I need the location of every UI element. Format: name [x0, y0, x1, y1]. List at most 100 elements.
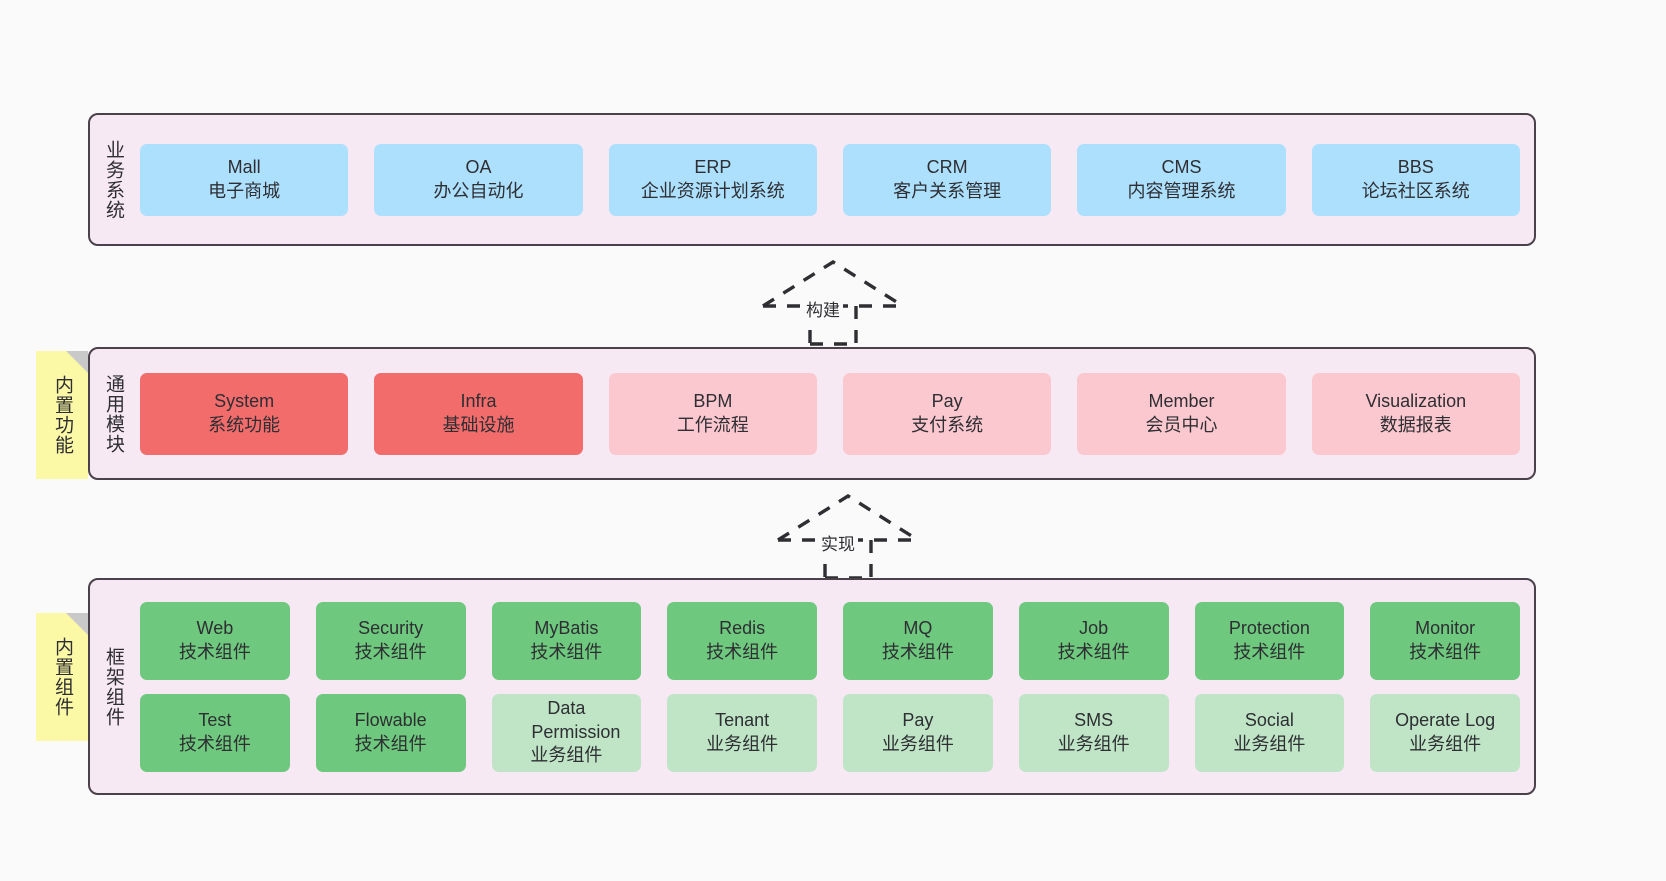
node-system[interactable]: System 系统功能	[140, 372, 349, 455]
node-subtitle: 技术组件	[354, 733, 427, 754]
layer-row: Mall 电子商城 OA 办公自动化 ERP 企业资源计划系统 CRM 客户关系…	[140, 143, 1520, 216]
node-redis[interactable]: Redis 技术组件	[667, 601, 817, 680]
node-subtitle: 技术组件	[1233, 641, 1306, 662]
node-web[interactable]: Web 技术组件	[140, 601, 290, 680]
node-subtitle: 技术组件	[1057, 641, 1130, 662]
node-cms[interactable]: CMS 内容管理系统	[1077, 143, 1286, 216]
node-pay[interactable]: Pay 支付系统	[842, 372, 1052, 455]
node-title: MyBatis	[534, 618, 599, 639]
note-builtin-features: 内置功能	[36, 351, 88, 479]
node-data-permission[interactable]: Data Permission 业务组件	[491, 693, 642, 772]
node-pay-component[interactable]: Pay 业务组件	[843, 693, 993, 772]
layer-framework-components: 框架组件 Web 技术组件 Security 技术组件 MyBatis 技术组件…	[88, 578, 1536, 795]
node-subtitle: 业务组件	[1057, 733, 1130, 754]
note-builtin-features-label: 内置功能	[52, 375, 74, 455]
node-title: BPM	[693, 391, 733, 412]
layer-body-common-modules: System 系统功能 Infra 基础设施 BPM 工作流程 Pay 支付系统…	[136, 349, 1534, 478]
node-title: Test	[198, 710, 232, 731]
node-title: CMS	[1161, 157, 1202, 178]
note-builtin-components-label: 内置组件	[52, 637, 74, 717]
connector-build: 构建	[755, 258, 911, 346]
node-title: Data Permission	[531, 698, 621, 742]
node-infra[interactable]: Infra 基础设施	[374, 372, 583, 455]
node-title: Member	[1148, 391, 1215, 412]
node-security[interactable]: Security 技术组件	[315, 601, 466, 680]
node-mq[interactable]: MQ 技术组件	[843, 601, 993, 680]
node-subtitle: 内容管理系统	[1127, 180, 1236, 201]
node-flowable[interactable]: Flowable 技术组件	[315, 693, 466, 772]
node-visualization[interactable]: Visualization 数据报表	[1311, 372, 1520, 455]
node-bbs[interactable]: BBS 论坛社区系统	[1311, 143, 1520, 216]
layer-row: System 系统功能 Infra 基础设施 BPM 工作流程 Pay 支付系统…	[140, 372, 1520, 455]
node-subtitle: 技术组件	[354, 641, 427, 662]
node-crm[interactable]: CRM 客户关系管理	[842, 143, 1052, 216]
node-subtitle: 数据报表	[1379, 414, 1452, 435]
node-subtitle: 企业资源计划系统	[640, 180, 785, 201]
node-title: Operate Log	[1395, 710, 1496, 731]
node-subtitle: 技术组件	[1409, 641, 1482, 662]
node-title: MQ	[903, 618, 933, 639]
node-title: BBS	[1397, 157, 1434, 178]
node-title: ERP	[694, 157, 732, 178]
node-oa[interactable]: OA 办公自动化	[374, 143, 583, 216]
layer-label-common-modules: 通用模块	[103, 373, 125, 454]
node-subtitle: 论坛社区系统	[1361, 180, 1470, 201]
node-operate-log[interactable]: Operate Log 业务组件	[1370, 693, 1520, 772]
node-subtitle: 技术组件	[881, 641, 954, 662]
node-subtitle: 基础设施	[442, 414, 515, 435]
node-subtitle: 技术组件	[178, 733, 251, 754]
node-title: Visualization	[1365, 391, 1467, 412]
connector-implement-label: 实现	[818, 530, 858, 555]
node-subtitle: 技术组件	[706, 641, 779, 662]
node-protection[interactable]: Protection 技术组件	[1194, 601, 1345, 680]
node-title: SMS	[1074, 710, 1114, 731]
node-subtitle: 技术组件	[178, 641, 251, 662]
node-social[interactable]: Social 业务组件	[1194, 693, 1345, 772]
node-subtitle: 业务组件	[881, 733, 954, 754]
node-mall[interactable]: Mall 电子商城	[140, 143, 349, 216]
layer-body-business-systems: Mall 电子商城 OA 办公自动化 ERP 企业资源计划系统 CRM 客户关系…	[136, 115, 1534, 244]
layer-label-business-systems: 业务系统	[103, 139, 125, 220]
node-subtitle: 业务组件	[706, 733, 779, 754]
node-title: OA	[465, 157, 492, 178]
node-title: Tenant	[715, 710, 770, 731]
node-subtitle: 支付系统	[911, 414, 984, 435]
node-title: CRM	[926, 157, 968, 178]
node-subtitle: 客户关系管理	[893, 180, 1002, 201]
layer-row-technical: Web 技术组件 Security 技术组件 MyBatis 技术组件 Redi…	[140, 601, 1520, 680]
node-title: Social	[1244, 710, 1294, 731]
node-test[interactable]: Test 技术组件	[140, 693, 290, 772]
node-member[interactable]: Member 会员中心	[1077, 372, 1286, 455]
layer-label-framework-components: 框架组件	[103, 646, 125, 727]
node-sms[interactable]: SMS 业务组件	[1018, 693, 1169, 772]
node-subtitle: 工作流程	[676, 414, 749, 435]
node-mybatis[interactable]: MyBatis 技术组件	[491, 601, 642, 680]
node-title: Infra	[460, 391, 497, 412]
node-job[interactable]: Job 技术组件	[1018, 601, 1169, 680]
node-subtitle: 系统功能	[208, 414, 281, 435]
layer-common-modules: 通用模块 System 系统功能 Infra 基础设施 BPM 工作流程 Pay…	[88, 347, 1536, 480]
node-monitor[interactable]: Monitor 技术组件	[1370, 601, 1520, 680]
node-tenant[interactable]: Tenant 业务组件	[667, 693, 817, 772]
node-subtitle: 业务组件	[530, 745, 603, 766]
connector-implement: 实现	[770, 492, 926, 580]
node-bpm[interactable]: BPM 工作流程	[608, 372, 817, 455]
node-title: Flowable	[354, 710, 427, 731]
node-subtitle: 会员中心	[1145, 414, 1218, 435]
layer-row-business: Test 技术组件 Flowable 技术组件 Data Permission …	[140, 693, 1520, 772]
node-subtitle: 业务组件	[1233, 733, 1306, 754]
node-title: System	[214, 391, 275, 412]
node-erp[interactable]: ERP 企业资源计划系统	[608, 143, 817, 216]
node-subtitle: 办公自动化	[433, 180, 524, 201]
node-title: Redis	[719, 618, 766, 639]
layer-body-framework-components: Web 技术组件 Security 技术组件 MyBatis 技术组件 Redi…	[136, 580, 1534, 793]
layer-business-systems: 业务系统 Mall 电子商城 OA 办公自动化 ERP 企业资源计划系统 CRM…	[88, 113, 1536, 246]
node-subtitle: 电子商城	[208, 180, 281, 201]
node-title: Job	[1079, 618, 1109, 639]
node-title: Monitor	[1415, 618, 1476, 639]
note-builtin-components: 内置组件	[36, 613, 88, 741]
connector-build-label: 构建	[803, 296, 843, 321]
node-title: Mall	[227, 157, 261, 178]
node-subtitle: 技术组件	[530, 641, 603, 662]
